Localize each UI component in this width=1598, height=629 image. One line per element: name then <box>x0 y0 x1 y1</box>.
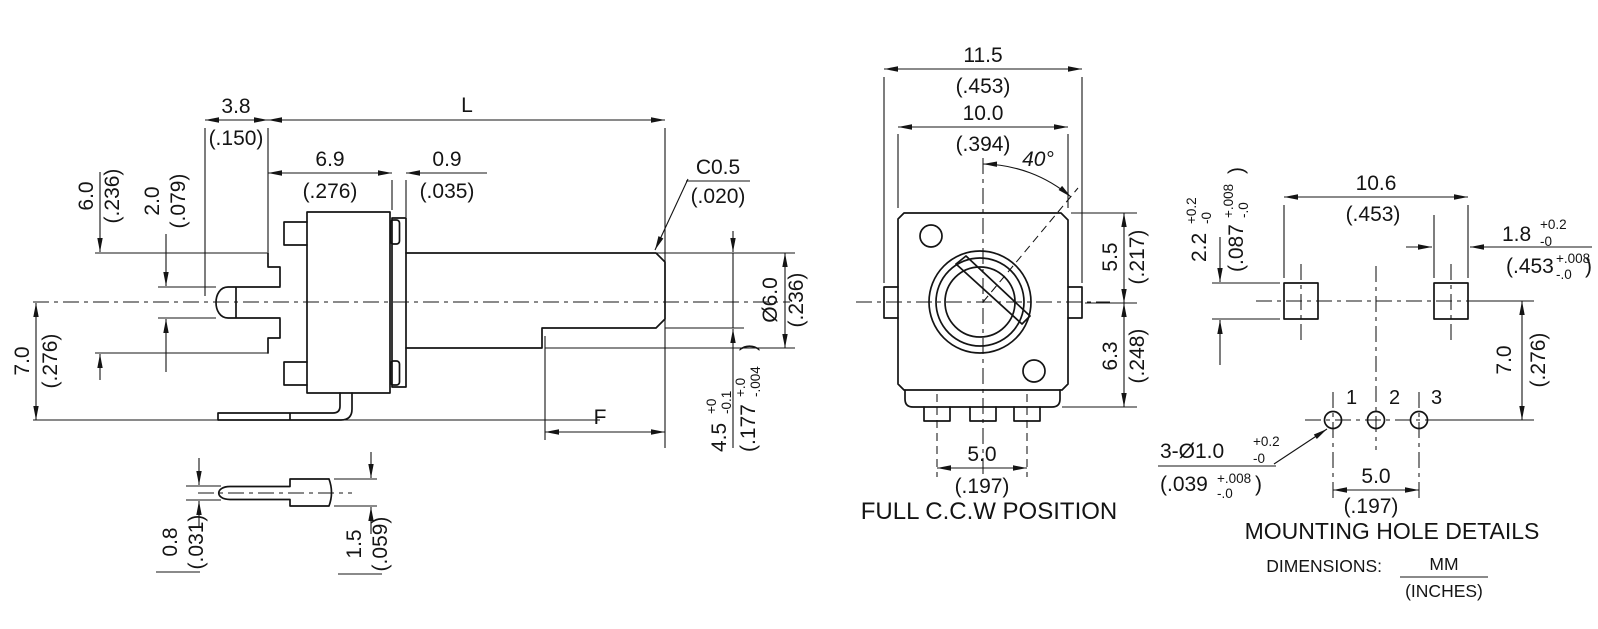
dim-4-5-mm-group: 4.5 +0 -0.1 <box>704 391 734 452</box>
dim-4-5-mm-sub: -0.1 <box>719 391 734 414</box>
front-view-outline <box>883 212 1083 422</box>
dim-3-8-mm: 3.8 <box>221 95 250 118</box>
dim-10-6-in: (.453) <box>1346 203 1401 226</box>
dim-1-8-mm-sup: +0.2 <box>1540 217 1567 232</box>
dim-2-2-in: (.087 <box>1225 224 1248 272</box>
dim-dia6-mm: Ø6.0 <box>759 277 782 323</box>
dim-11-5-in: (.453) <box>956 75 1011 98</box>
dim-2-2-mm-sub: -0 <box>1199 212 1214 224</box>
dim-0-8-mm: 0.8 <box>159 527 182 556</box>
dim-1-8-in-sup: +.008 <box>1556 251 1590 266</box>
front-view: 11.5 (.453) 10.0 (.394) 40° 5.5 (.217) 6… <box>856 44 1149 525</box>
dim-3-8-in: (.150) <box>209 127 264 150</box>
mounting-view-dimension-lines <box>1158 194 1592 578</box>
dim-5-0-in: (.197) <box>955 475 1010 498</box>
hole-note-in-sup: +.008 <box>1217 471 1251 486</box>
dim-4-5-mm-sup: +0 <box>704 399 719 414</box>
dim-7-0-mm: 7.0 <box>11 346 34 375</box>
dim-2-2-in-sub: -.0 <box>1236 202 1251 218</box>
dim-2-0-mm: 2.0 <box>141 186 164 215</box>
dim-2-0-in: (.079) <box>167 174 190 229</box>
dim-4-5-in-group: (.177 +.0 -.004 ) <box>733 344 763 452</box>
hole-note-mm-sup: +0.2 <box>1253 434 1280 449</box>
pin-label-3: 3 <box>1431 387 1442 409</box>
dim-2-2-in-group: (.087 +.008 -.0 ) <box>1221 167 1251 272</box>
dim-1-5-in: (.059) <box>369 517 392 572</box>
side-view-dimension-lines <box>33 117 795 575</box>
dim-4-5-in-sup: +.0 <box>733 378 748 397</box>
dim-6-0-mm: 6.0 <box>75 181 98 210</box>
legend-label: DIMENSIONS: <box>1266 556 1382 576</box>
dim-2-2-mm-sup: +0.2 <box>1184 197 1199 224</box>
dim-7-0r-in: (.276) <box>1527 333 1550 388</box>
dim-1-8-mm: 1.8 <box>1502 223 1531 246</box>
front-view-caption: FULL C.C.W POSITION <box>861 498 1117 525</box>
dim-1-8-in-sub: -.0 <box>1556 267 1572 282</box>
dim-6-9-in: (.276) <box>303 180 358 203</box>
hole-note-in-sub: -.0 <box>1217 486 1233 501</box>
dim-c05-in: (.020) <box>691 185 746 208</box>
pin-label-2: 2 <box>1389 387 1400 409</box>
dim-1-8-mm-sub: -0 <box>1540 234 1552 249</box>
dim-L: L <box>461 94 473 117</box>
dim-0-9-in: (.035) <box>420 180 475 203</box>
dim-6-0-in: (.236) <box>101 169 124 224</box>
dim-2-2-mm-group: 2.2 +0.2 -0 <box>1184 197 1214 262</box>
hole-note-in: (.039 <box>1160 473 1208 496</box>
dim-5-5-mm: 5.5 <box>1099 242 1122 271</box>
mounting-view-dimension-text: 2.2 +0.2 -0 (.087 +.008 -.0 ) 10.6 (.453… <box>1160 167 1592 601</box>
dim-5-0-mm: 5.0 <box>967 443 996 466</box>
front-view-dimension-lines <box>883 66 1137 471</box>
hole-note-in-close: ) <box>1255 473 1262 496</box>
side-view-outline <box>215 211 666 507</box>
legend-mm: MM <box>1429 554 1458 574</box>
dim-dia6-in: (.236) <box>785 273 808 328</box>
dim-6-3-in: (.248) <box>1126 329 1149 384</box>
dim-4-5-in: (.177 <box>737 404 760 452</box>
dim-2-2-in-sup: +.008 <box>1221 184 1236 218</box>
dim-0-8-in: (.031) <box>185 515 208 570</box>
dim-5-0r-mm: 5.0 <box>1361 465 1390 488</box>
mounting-title: MOUNTING HOLE DETAILS <box>1245 518 1540 544</box>
front-view-centerlines <box>856 158 1110 480</box>
dim-1-5-mm: 1.5 <box>343 529 366 558</box>
dim-4-5-in-close: ) <box>737 344 760 351</box>
dim-1-8-in: (.453 <box>1506 255 1554 278</box>
dim-6-3-mm: 6.3 <box>1099 341 1122 370</box>
dim-1-8-in-close: ) <box>1585 255 1592 278</box>
dim-11-5-mm: 11.5 <box>963 44 1002 67</box>
dim-4-5-mm: 4.5 <box>708 423 731 452</box>
mounting-view-outline <box>1283 282 1469 430</box>
dim-10-0-mm: 10.0 <box>963 102 1004 125</box>
dim-c05-mm: C0.5 <box>696 156 740 179</box>
side-view-centerlines <box>33 301 790 494</box>
side-view: 3.8 (.150) L 6.9 (.276) 0.9 (.035) C0.5 … <box>11 94 808 575</box>
dim-5-5-in: (.217) <box>1126 230 1149 285</box>
dim-10-6-mm: 10.6 <box>1356 172 1397 195</box>
dim-5-0r-in: (.197) <box>1344 495 1399 518</box>
dim-7-0r-mm: 7.0 <box>1493 345 1516 374</box>
dim-F: F <box>594 406 607 429</box>
dim-10-0-in: (.394) <box>956 133 1011 156</box>
mounting-view: 2.2 +0.2 -0 (.087 +.008 -.0 ) 10.6 (.453… <box>1158 167 1592 601</box>
dim-6-9-mm: 6.9 <box>315 148 344 171</box>
front-view-dimension-text: 11.5 (.453) 10.0 (.394) 40° 5.5 (.217) 6… <box>861 44 1149 525</box>
dim-7-0-in: (.276) <box>39 334 62 389</box>
dim-40deg: 40° <box>1022 148 1054 171</box>
dim-4-5-in-sub: -.004 <box>748 366 763 397</box>
dim-2-2-in-close: ) <box>1225 167 1248 174</box>
dim-2-2-mm: 2.2 <box>1188 233 1211 262</box>
hole-note-mm: 3-Ø1.0 <box>1160 440 1224 463</box>
side-view-dimension-text: 3.8 (.150) L 6.9 (.276) 0.9 (.035) C0.5 … <box>11 94 808 571</box>
legend-inches: (INCHES) <box>1405 581 1483 601</box>
dim-0-9-mm: 0.9 <box>432 148 461 171</box>
hole-note-mm-sub: -0 <box>1253 451 1265 466</box>
pin-label-1: 1 <box>1346 387 1357 409</box>
